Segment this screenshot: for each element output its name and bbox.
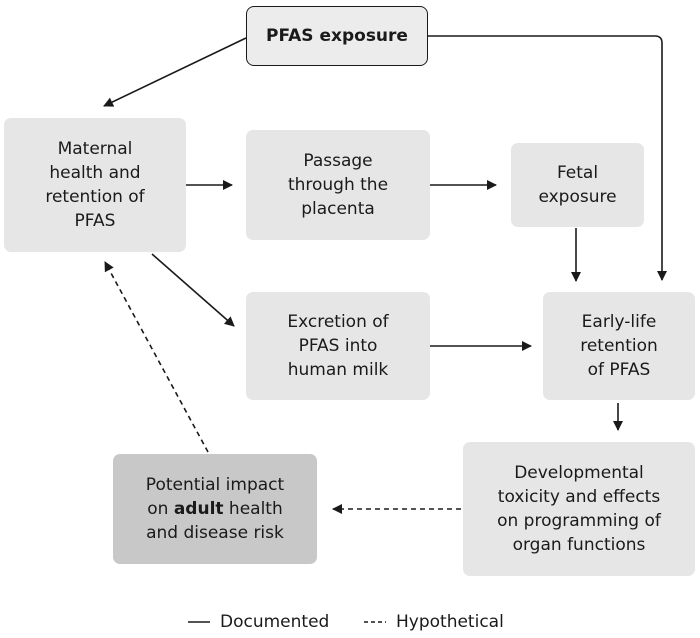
legend-hypothetical: Hypothetical bbox=[364, 608, 504, 636]
dashed-line-swatch bbox=[364, 621, 386, 623]
node-label-emphasis: adult bbox=[173, 499, 224, 519]
arrow-maternal-to-milk bbox=[151, 253, 235, 327]
node-label: human milk bbox=[287, 360, 389, 380]
node-label: retention bbox=[580, 336, 658, 356]
node-label-part: health bbox=[223, 499, 283, 519]
node-label: of PFAS bbox=[587, 360, 651, 380]
arrow-exposure-to-earlylife bbox=[428, 35, 667, 281]
node-label: Maternal bbox=[57, 139, 133, 159]
solid-line-swatch bbox=[188, 621, 210, 623]
node-adult-health-impact: Potential impact on adult health and dis… bbox=[113, 454, 317, 564]
node-label: organ functions bbox=[512, 535, 646, 555]
arrow-exposure-to-maternal bbox=[103, 37, 247, 107]
node-label: Potential impact bbox=[145, 475, 285, 495]
node-label: retention of bbox=[45, 187, 145, 207]
node-developmental-toxicity: Developmental toxicity and effects on pr… bbox=[463, 442, 695, 576]
node-pfas-exposure: PFAS exposure bbox=[246, 6, 428, 66]
node-label: Passage bbox=[303, 151, 373, 171]
node-milk-excretion: Excretion of PFAS into human milk bbox=[246, 292, 430, 400]
node-label-part: on bbox=[147, 499, 174, 519]
node-label: on programming of bbox=[497, 511, 661, 531]
arrow-adult-to-maternal bbox=[104, 261, 209, 453]
node-label: through the bbox=[287, 175, 389, 195]
legend-documented: Documented bbox=[188, 608, 329, 636]
node-label: Early-life bbox=[581, 312, 657, 332]
node-label: Fetal bbox=[556, 163, 599, 183]
node-label: PFAS bbox=[74, 211, 116, 231]
node-early-life-retention: Early-life retention of PFAS bbox=[543, 292, 695, 400]
node-label: and disease risk bbox=[146, 523, 284, 543]
node-maternal-health: Maternal health and retention of PFAS bbox=[4, 118, 186, 252]
node-label: on adult health bbox=[146, 497, 284, 521]
node-label: PFAS into bbox=[298, 336, 378, 356]
node-label: placenta bbox=[301, 199, 375, 219]
node-placenta-passage: Passage through the placenta bbox=[246, 130, 430, 240]
legend-label: Documented bbox=[220, 612, 330, 632]
node-label: Developmental bbox=[514, 463, 644, 483]
node-label: exposure bbox=[538, 187, 617, 207]
node-label: Excretion of bbox=[287, 312, 389, 332]
node-label: PFAS exposure bbox=[266, 26, 408, 46]
node-label: toxicity and effects bbox=[497, 487, 661, 507]
node-label: health and bbox=[49, 163, 141, 183]
node-fetal-exposure: Fetal exposure bbox=[511, 143, 644, 227]
legend-label: Hypothetical bbox=[396, 612, 504, 632]
